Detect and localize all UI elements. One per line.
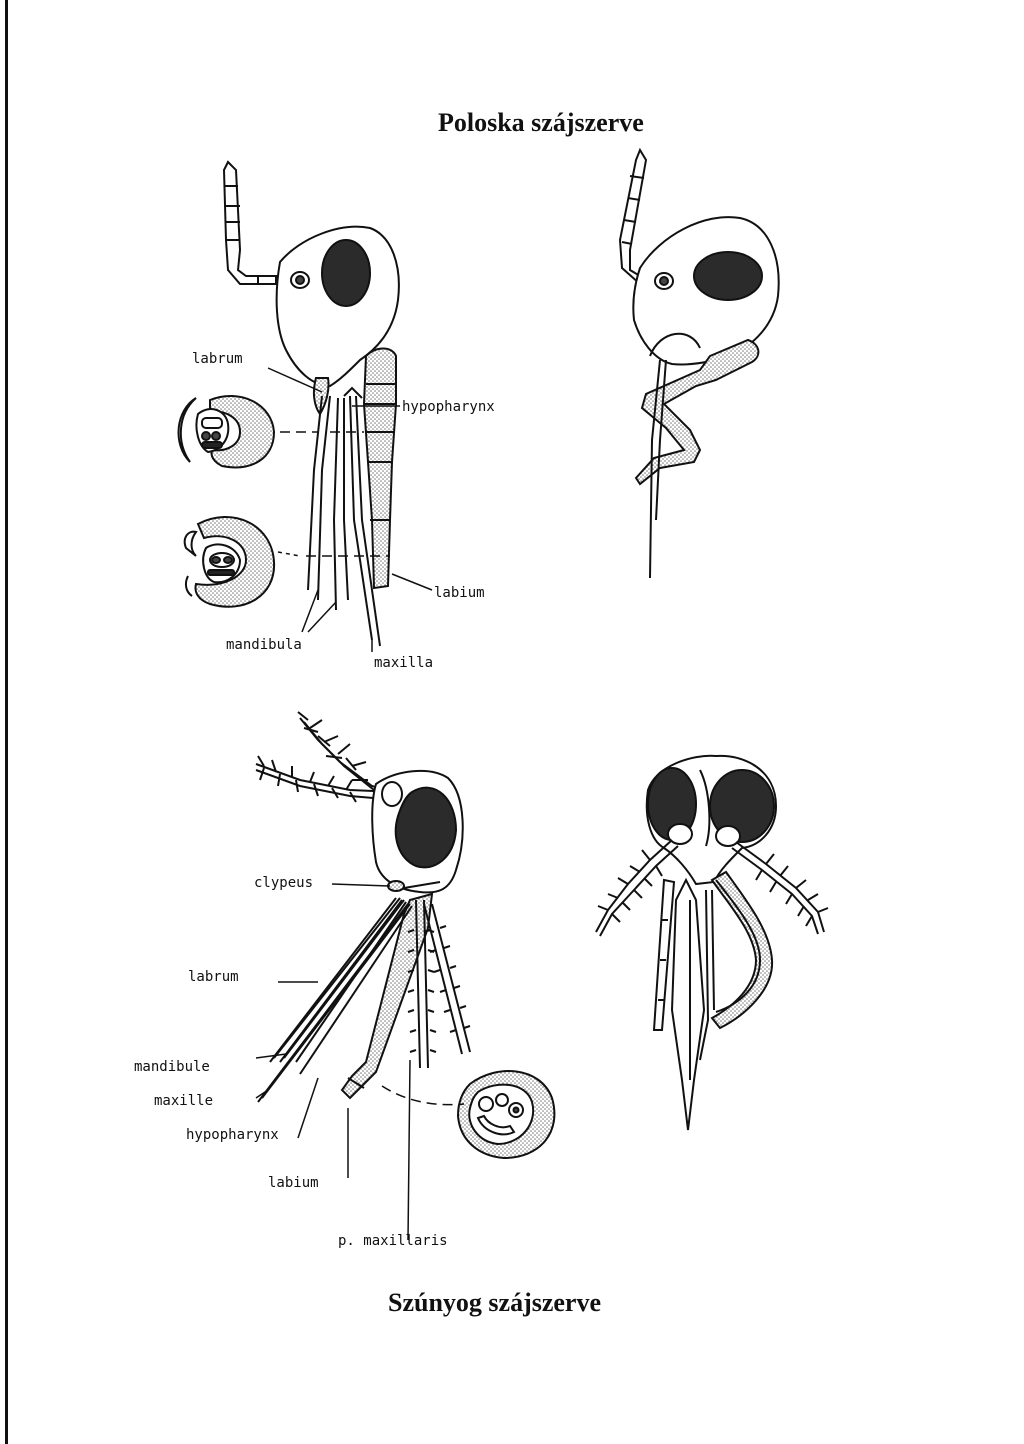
bug-head-left xyxy=(222,160,400,647)
bug-label-labium: labium xyxy=(434,585,485,601)
mosquito-label-mandibule: mandibule xyxy=(134,1059,210,1075)
bug-cross-section-upper xyxy=(177,395,276,469)
bug-head-right xyxy=(618,147,780,579)
mosquito-head-front xyxy=(595,754,829,1131)
mosquito-cross-section xyxy=(456,1070,556,1160)
mosquito-mouthparts-title: Szúnyog szájszerve xyxy=(388,1288,602,1317)
mosquito-head-left xyxy=(255,711,471,1103)
mosquito-label-clypeus: clypeus xyxy=(254,875,314,891)
page-margin-rule xyxy=(5,0,8,1444)
bug-label-mandibula: mandibula xyxy=(226,637,302,653)
bug-cross-section-lower xyxy=(183,515,276,608)
mosquito-leader-lines xyxy=(255,883,465,1241)
mosquito-label-labrum: labrum xyxy=(188,969,239,985)
bug-label-hypopharynx: hypopharynx xyxy=(402,399,495,415)
mosquito-label-p-maxillaris: p. maxillaris xyxy=(338,1233,448,1249)
mosquito-label-labium: labium xyxy=(268,1175,319,1191)
bug-label-maxilla: maxilla xyxy=(374,655,434,671)
bug-label-labrum: labrum xyxy=(192,351,243,367)
bug-mouthparts-title: Poloska szájszerve xyxy=(438,108,644,137)
mosquito-label-hypopharynx: hypopharynx xyxy=(186,1127,279,1143)
mosquito-label-maxille: maxille xyxy=(154,1093,214,1109)
bug-leader-lines xyxy=(267,367,433,652)
